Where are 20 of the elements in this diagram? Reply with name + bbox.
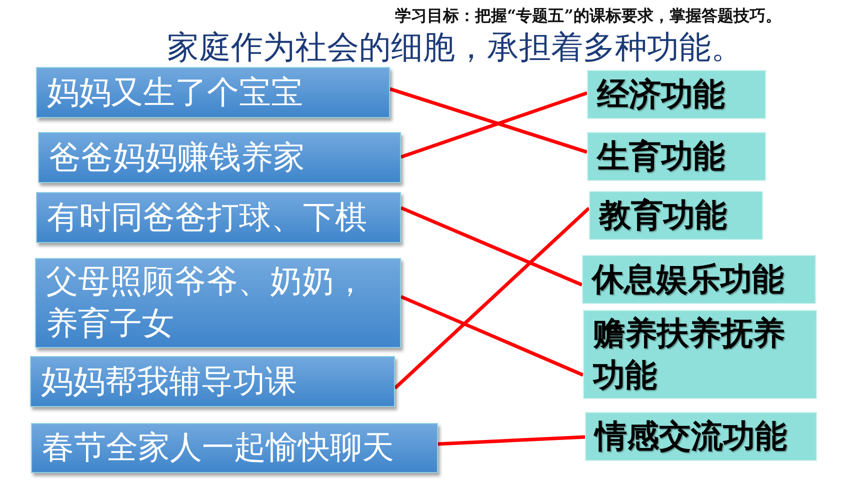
connector-line [400, 295, 584, 377]
function-box: 休息娱乐功能 [582, 255, 816, 304]
statement-box: 妈妈帮我辅导功课 [30, 356, 395, 407]
function-box: 教育功能 [589, 191, 763, 240]
connector-line [400, 91, 588, 159]
statement-box: 有时同爸爸打球、下棋 [36, 192, 401, 243]
function-box: 赡养扶养抚养功能 [583, 310, 817, 399]
connector-line [400, 206, 583, 286]
function-box: 经济功能 [587, 70, 766, 119]
statement-box: 妈妈又生了个宝宝 [36, 67, 390, 118]
header-note: 学习目标：把握“专题五”的课标要求，掌握答题技巧。 [395, 6, 782, 26]
statement-box: 爸爸妈妈赚钱养家 [38, 132, 401, 183]
statement-box: 父母照顾爷爷、奶奶，养育子女 [35, 258, 401, 348]
function-box: 生育功能 [587, 132, 766, 181]
function-box: 情感交流功能 [585, 412, 817, 461]
connector-line [394, 206, 590, 390]
connector-line [438, 435, 586, 446]
statement-box: 春节全家人一起愉快聊天 [31, 423, 438, 473]
title: 家庭作为社会的细胞，承担着多种功能。 [166, 28, 744, 66]
connector-line [389, 87, 588, 154]
